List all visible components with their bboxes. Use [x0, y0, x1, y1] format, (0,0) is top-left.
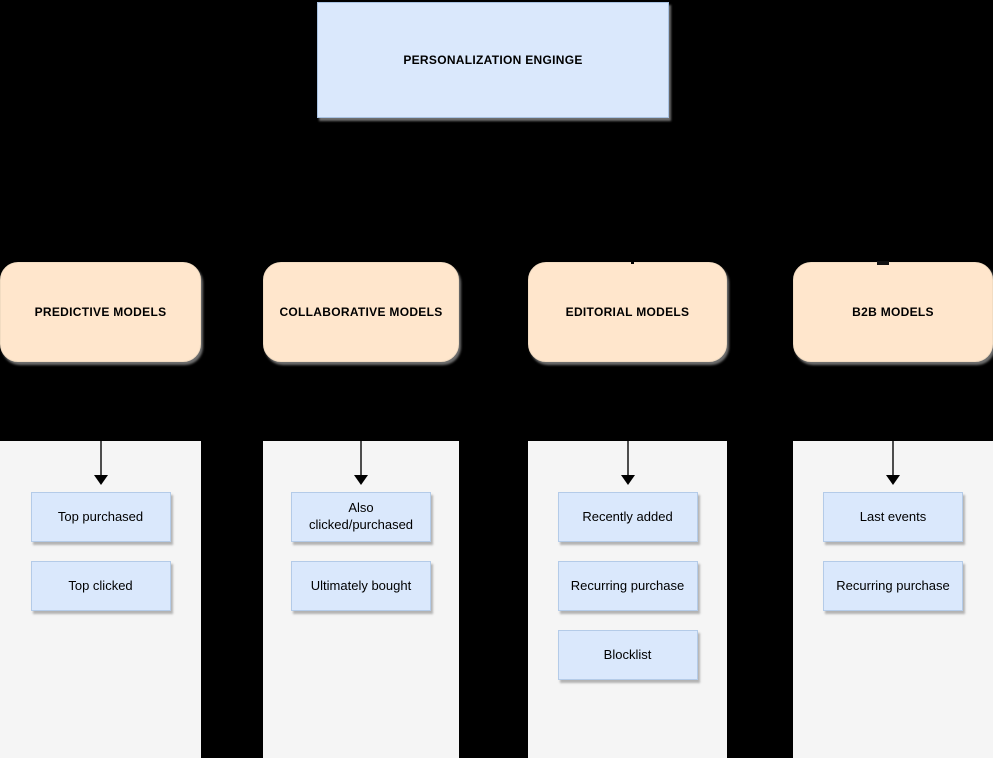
arrow-down-icon — [93, 475, 108, 485]
leaf-node: Also clicked/purchased — [291, 492, 431, 542]
leaf-node: Recurring purchase — [823, 561, 963, 611]
root-node-personalization-engine: PERSONALIZATION ENGINGE — [317, 2, 669, 118]
connector-arrow-line — [892, 441, 894, 475]
connector-arrow — [0, 441, 201, 485]
arrow-down-icon — [354, 475, 368, 485]
category-node-label: B2B MODELS — [852, 305, 934, 319]
arrow-down-icon — [886, 475, 900, 485]
category-node: B2B MODELS — [793, 261, 993, 362]
leaf-node: Ultimately bought — [291, 561, 431, 611]
category-node: PREDICTIVE MODELS — [0, 262, 201, 362]
category-node-label: EDITORIAL MODELS — [565, 305, 690, 319]
arrow-down-icon — [620, 475, 635, 485]
leaf-node: Top clicked — [30, 561, 171, 611]
category-node-label: PREDICTIVE MODELS — [34, 305, 167, 319]
model-column-collaborative: COLLABORATIVE MODELS Also clicked/purcha… — [263, 0, 459, 758]
root-node-label: PERSONALIZATION ENGINGE — [403, 53, 583, 67]
connector-arrow — [263, 441, 459, 485]
connector-arrow — [793, 441, 993, 485]
category-node: EDITORIAL MODELS — [528, 261, 727, 362]
connector-arrow-line — [99, 441, 102, 475]
connector-arrow-line — [626, 441, 629, 475]
leaf-node: Recurring purchase — [557, 561, 698, 611]
leaf-node: Blocklist — [557, 630, 698, 680]
category-node-label: COLLABORATIVE MODELS — [279, 305, 443, 319]
connector-arrow — [528, 441, 727, 485]
leaf-node: Recently added — [557, 492, 698, 542]
leaf-node: Top purchased — [30, 492, 171, 542]
category-node: COLLABORATIVE MODELS — [263, 262, 459, 362]
connector-arrow-line — [360, 441, 362, 475]
leaf-node: Last events — [823, 492, 963, 542]
